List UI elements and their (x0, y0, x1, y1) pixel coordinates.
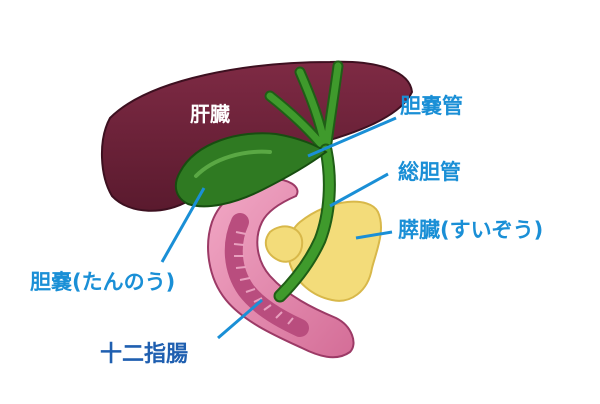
duodenum-label: 十二指腸 (100, 342, 189, 367)
duodenum-folds (233, 231, 294, 325)
duodenum-lumen (224, 213, 309, 337)
gallbladder-duct-label: 胆嚢管 (400, 94, 463, 118)
pancreas-shape (287, 200, 382, 302)
common-bile-duct-label: 総胆管 (398, 160, 461, 184)
leader-line-common-bile-duct (329, 172, 389, 208)
common-bile-duct-inner (275, 145, 334, 301)
leader-line-gallbladder (160, 187, 206, 263)
liver-label: 肝臓 (190, 102, 230, 126)
leader-line-pancreas (355, 230, 393, 240)
leader-line-gallbladder-duct (307, 116, 397, 158)
leader-line-duodenum (217, 298, 263, 340)
pancreas-lobule (264, 225, 304, 263)
gallbladder-shape (174, 132, 328, 208)
gallbladder-highlight (194, 149, 272, 178)
gallbladder-label: 胆嚢(たんのう) (30, 270, 176, 294)
hepatic-duct-inner (266, 62, 342, 154)
pancreas-label: 膵臓(すいぞう) (398, 218, 544, 242)
